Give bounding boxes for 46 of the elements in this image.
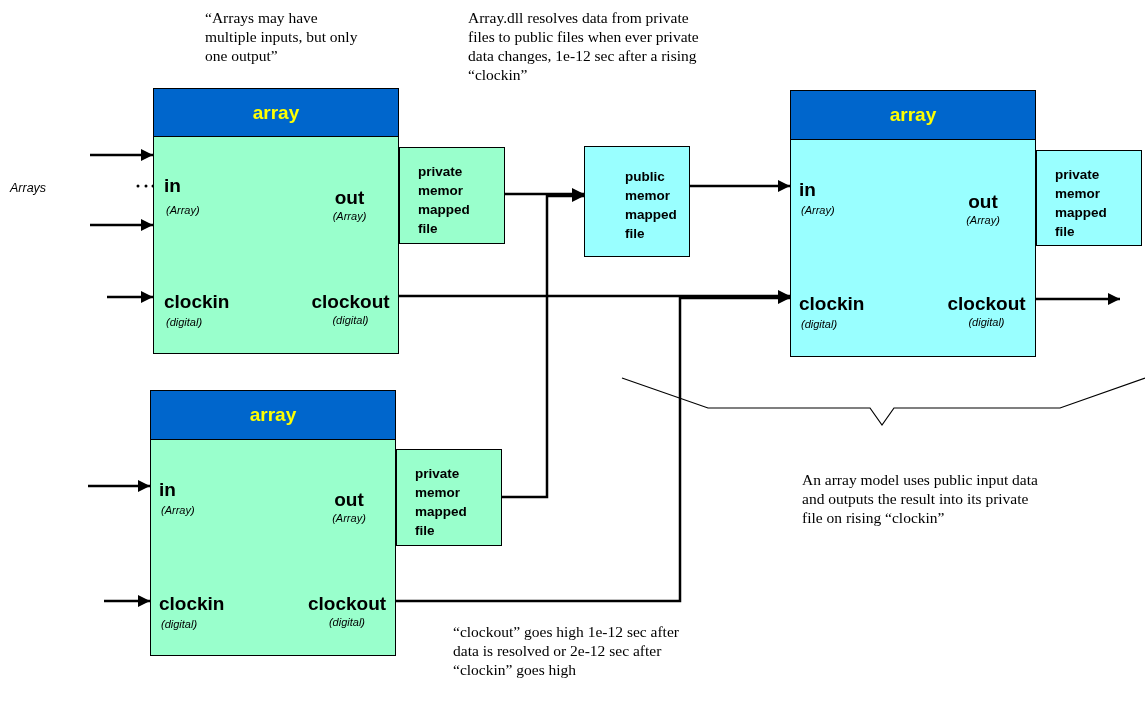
- array-block: [790, 90, 1036, 357]
- port-type: (digital): [332, 313, 369, 327]
- port-name: in: [164, 175, 181, 197]
- port-name: out: [968, 191, 998, 213]
- port-name: clockin: [164, 291, 230, 313]
- annotation-text: Array.dll resolves data from private files to public files when ever private data changes, 1e-12 sec after a rising “clockin”: [468, 8, 700, 84]
- memory-file-box: private memor mapped file: [396, 449, 502, 546]
- port-type: (digital): [801, 317, 838, 331]
- arrow: [90, 148, 153, 162]
- port-name: clockout: [311, 291, 390, 313]
- block-title: array: [252, 101, 300, 124]
- annotation-text: “Arrays may have multiple inputs, but only one output”: [205, 8, 359, 65]
- block-title: array: [889, 104, 937, 126]
- port-type: (digital): [166, 315, 203, 329]
- port-name: clockout: [947, 293, 1026, 315]
- port-name: out: [334, 489, 364, 511]
- memory-file-box: public memor mapped file: [584, 146, 690, 257]
- memory-file-box: private memor mapped file: [399, 147, 505, 244]
- annotation-text: An array model uses public input data and outputs the result into its private file on rising “clockin”: [802, 470, 1039, 527]
- port-type: (Array): [166, 203, 200, 217]
- port-type: (digital): [161, 617, 198, 631]
- port-type: (Array): [161, 503, 195, 517]
- memory-file-box: private memor mapped file: [1036, 150, 1142, 246]
- port-type: (digital): [968, 315, 1005, 329]
- arrow: [1036, 292, 1120, 306]
- arrow: [90, 218, 153, 232]
- arrow: [104, 594, 150, 608]
- arrow: [690, 179, 790, 193]
- port-type: (digital): [328, 615, 366, 629]
- port-name: in: [799, 179, 816, 201]
- arrow: [107, 290, 153, 304]
- arrow: [88, 479, 150, 493]
- port-name: in: [159, 479, 176, 501]
- annotation-text: “clockout” goes high 1e-12 sec after data is resolved or 2e-12 sec after “clockin” goes high: [453, 622, 680, 679]
- port-type: (Array): [332, 511, 366, 525]
- port-type: (Array): [801, 203, 835, 217]
- block-title: array: [249, 404, 297, 426]
- port-type: (Array): [966, 213, 1000, 227]
- array-block: [150, 390, 396, 656]
- port-name: clockout: [307, 593, 387, 615]
- port-name: clockin: [799, 293, 865, 315]
- port-type: (Array): [332, 209, 367, 223]
- side-label: Arrays: [10, 180, 47, 197]
- port-name: clockin: [159, 593, 225, 615]
- port-name: out: [334, 187, 365, 209]
- array-block: [153, 88, 399, 354]
